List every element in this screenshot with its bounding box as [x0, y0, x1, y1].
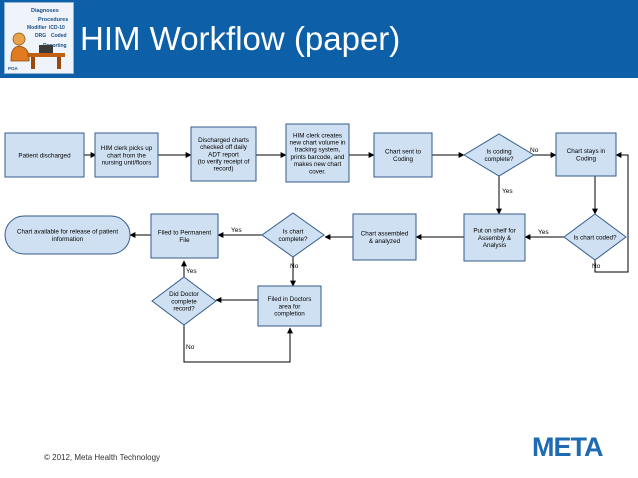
logo-word: Reporting — [43, 43, 67, 49]
node-label-line: record) — [214, 166, 234, 173]
edge-label-no: No — [186, 344, 195, 351]
node-label-line: ADT report — [208, 151, 239, 158]
node-label-line: checked off daily — [200, 144, 248, 151]
decision-shape — [261, 212, 325, 258]
node-label-line: & analyzed — [369, 238, 401, 245]
node-label-line: completion — [274, 311, 305, 318]
node-label-line: complete? — [278, 236, 308, 243]
page-title: HIM Workflow (paper) — [80, 20, 401, 57]
meta-brand-text: META — [532, 432, 603, 462]
node-label-line: cover. — [309, 168, 326, 175]
process-shape — [352, 213, 417, 261]
decision-shape — [463, 133, 535, 177]
node-label-line: Put on shelf for — [473, 228, 515, 235]
decision-shape — [563, 213, 627, 261]
connector-coded-no — [594, 152, 629, 273]
logo-word: Procedures — [38, 17, 68, 23]
edge-label-yes: Yes — [231, 227, 242, 234]
node-label-line: Chart assembled — [361, 231, 409, 238]
edge-label-yes: Yes — [538, 229, 549, 236]
node-label-line: Coding — [393, 156, 413, 163]
logo-word: Modifier — [27, 25, 46, 31]
node-label-line: Is chart — [283, 229, 304, 236]
node-label-line: Is chart coded? — [573, 234, 617, 241]
node-label-line: complete — [171, 298, 197, 305]
node-label-line: Analysis — [483, 242, 506, 249]
flow-node-n8: Is chart coded? — [563, 213, 627, 261]
node-label-line: HIM clerk picks up — [101, 145, 153, 152]
flow-node-n1: Patient discharged — [4, 132, 85, 178]
edge-label-yes: Yes — [502, 188, 513, 195]
node-label-line: chart from the — [107, 152, 146, 159]
node-label-line: Discharged charts — [198, 137, 249, 144]
process-shape — [190, 126, 257, 182]
logo-word: Diagnoses — [31, 8, 59, 14]
coding-logo: Diagnoses Procedures Modifier ICD-10 DRG… — [4, 2, 74, 74]
flow-node-n10: Chart assembled& analyzed — [352, 213, 417, 261]
node-label-line: area for — [279, 303, 301, 310]
connector-doctor-no — [183, 325, 293, 363]
logo-word: POA — [8, 66, 19, 71]
process-shape — [257, 285, 322, 327]
logo-word: Coded — [51, 33, 67, 39]
node-label-line: information — [52, 236, 84, 243]
coder-at-desk-icon: Diagnoses Procedures Modifier ICD-10 DRG… — [8, 8, 68, 71]
flow-node-n13: Chart available for release of patientin… — [4, 215, 131, 255]
node-label-line: Assembly & — [478, 235, 512, 242]
node-label-line: Filed to Permanent — [158, 230, 211, 237]
node-label-line: record? — [173, 306, 195, 313]
edge-label-no: No — [530, 147, 539, 154]
process-shape — [373, 132, 433, 178]
node-label-line: Filed in Doctors — [268, 296, 312, 303]
node-label-line: File — [179, 237, 190, 244]
node-label-line: prints barcode, and — [291, 154, 345, 161]
node-label-line: Is coding — [486, 149, 512, 156]
meta-logo: META — [532, 432, 604, 462]
node-label-line: makes new chart — [294, 161, 342, 168]
process-shape — [463, 213, 526, 262]
copyright-text: © 2012, Meta Health Technology — [44, 453, 161, 462]
node-label-line: Patient discharged — [18, 152, 71, 159]
node-label-line: HIM clerk creates — [293, 132, 342, 139]
node-label-line: Chart stays in — [567, 148, 606, 155]
process-shape — [285, 123, 350, 183]
node-label-line: Did Doctor — [169, 291, 199, 298]
diagram-connectors — [84, 152, 629, 363]
node-label-line: Chart available for release of patient — [17, 229, 118, 236]
process-shape — [555, 132, 617, 177]
process-shape — [4, 132, 85, 178]
node-label-line: Coding — [576, 155, 596, 162]
decision-shape — [151, 276, 217, 326]
node-label-line: tracking system, — [295, 147, 341, 154]
logo-word: DRG — [35, 33, 46, 39]
node-label-line: nursing unit/floors — [102, 160, 152, 167]
terminal-shape — [4, 215, 131, 255]
process-shape — [94, 132, 159, 178]
logo-word: ICD-10 — [49, 25, 65, 31]
edge-label-no: No — [592, 263, 601, 270]
node-label-line: complete? — [484, 156, 514, 163]
title-bar: Diagnoses Procedures Modifier ICD-10 DRG… — [0, 0, 638, 78]
node-label-line: (to verify receipt of — [198, 159, 250, 166]
edge-label-no: No — [290, 263, 299, 270]
process-shape — [150, 213, 219, 259]
edge-label-yes: Yes — [186, 268, 197, 275]
node-label-line: Chart sent to — [385, 149, 422, 156]
node-label-line: new chart volume in — [290, 140, 346, 147]
